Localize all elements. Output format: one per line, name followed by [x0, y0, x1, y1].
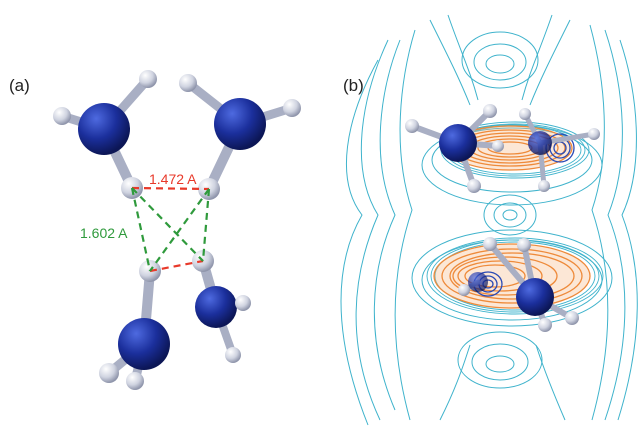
- hydrogen-atom: [179, 74, 197, 92]
- hydrogen-atom: [588, 128, 600, 140]
- nitrogen-atom: [468, 272, 488, 292]
- long-distance-label: 1.602 A: [80, 225, 128, 241]
- panel-b-label: (b): [343, 76, 364, 95]
- nitrogen-atom: [78, 103, 130, 155]
- nitrogen-atom: [528, 131, 552, 155]
- orange-contours-lower: [433, 243, 591, 309]
- short-distance-label: 1.472 A: [149, 171, 197, 187]
- hydrogen-atom: [53, 107, 71, 125]
- hydrogen-atom: [139, 70, 157, 88]
- hydrogen-atom: [467, 179, 481, 193]
- nitrogen-atom: [118, 318, 170, 370]
- nitrogen-atom: [214, 98, 266, 150]
- hydrogen-atom: [483, 237, 497, 251]
- hydrogen-atom: [538, 180, 550, 192]
- hydrogen-atom: [492, 140, 504, 152]
- hydrogen-atom: [405, 119, 419, 133]
- short-distance-lines: [131, 186, 210, 273]
- hydrogen-atom: [517, 238, 531, 252]
- panel-b-density-map: [340, 14, 638, 426]
- hydrogen-atom: [99, 363, 119, 383]
- hydrogen-atom: [519, 108, 531, 120]
- long-distance-lines: [130, 187, 211, 272]
- nitrogen-atom: [195, 286, 237, 328]
- hydrogen-atom: [235, 295, 251, 311]
- hydrogen-atom: [126, 372, 144, 390]
- hydrogen-atom: [538, 318, 552, 332]
- cyan-contours: [340, 14, 638, 426]
- hydrogen-atom: [458, 284, 470, 296]
- panel-a-label: (a): [9, 76, 30, 95]
- hydrogen-atom: [483, 104, 497, 118]
- nitrogen-atom: [439, 124, 477, 162]
- nitrogen-atom: [516, 278, 554, 316]
- hydrogen-atom: [565, 311, 579, 325]
- panel-a-structure: 1.472 A 1.602 A: [53, 70, 301, 390]
- hydrogen-atom: [225, 347, 241, 363]
- hydrogen-atom: [283, 99, 301, 117]
